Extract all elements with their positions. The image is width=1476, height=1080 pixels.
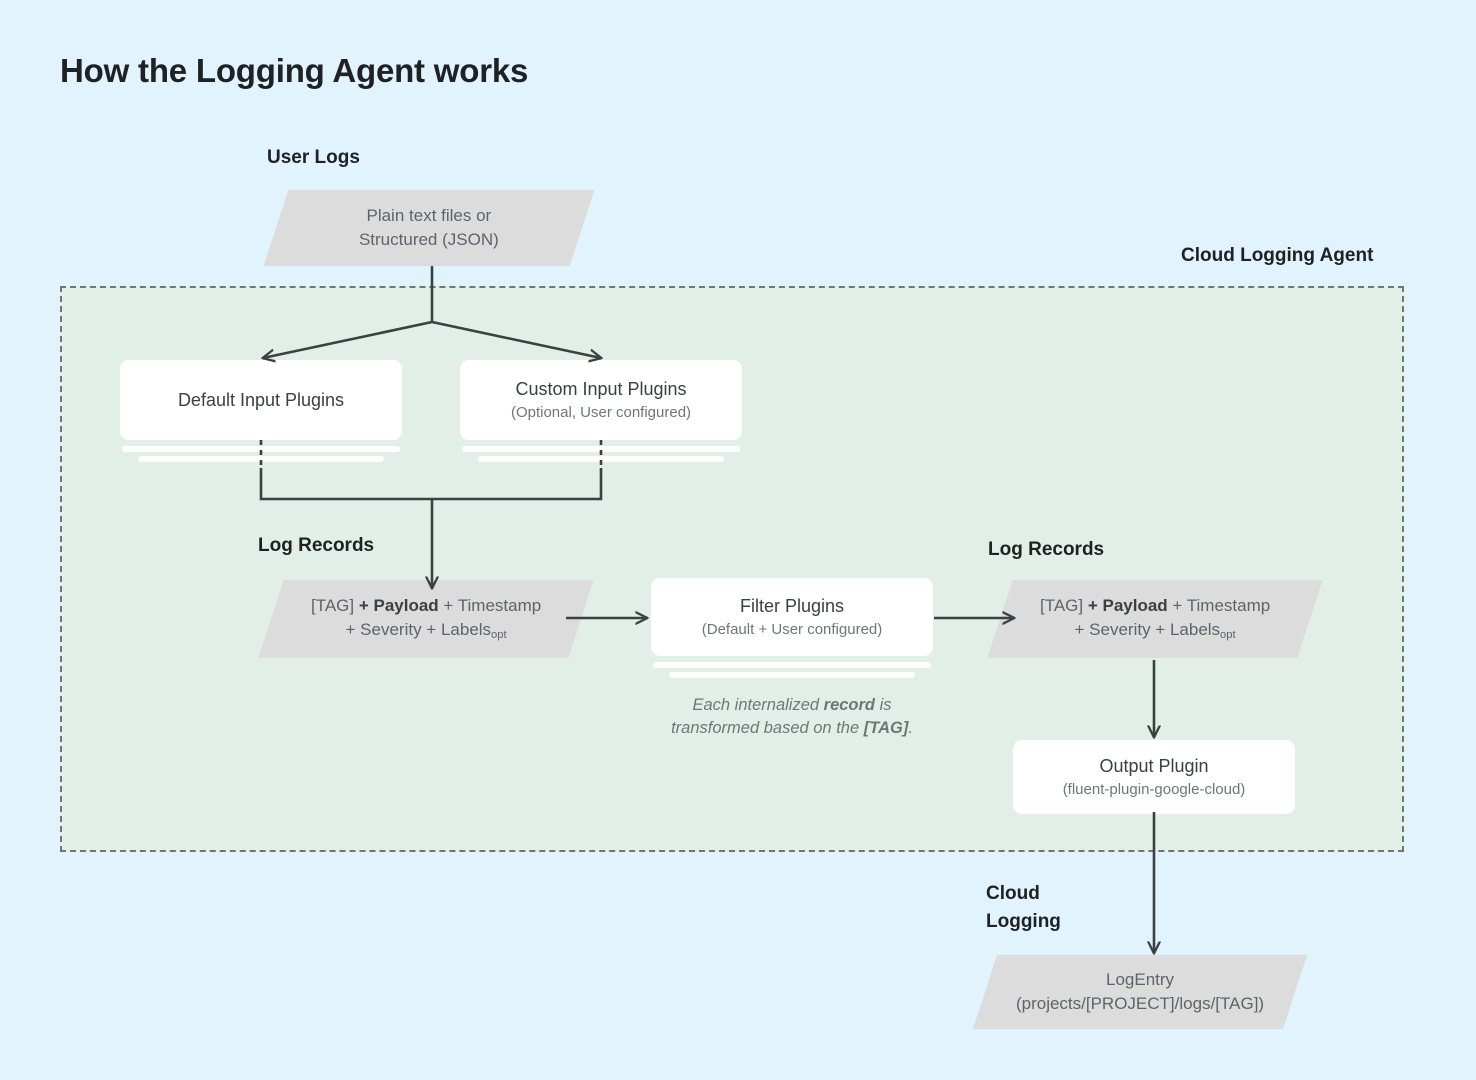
log-record-right-timestamp: + Timestamp	[1167, 595, 1271, 615]
log-entry-title: LogEntry	[1105, 969, 1175, 989]
custom-input-plugins-stack-bar-2	[478, 456, 724, 462]
log-record-left-tag: [TAG]	[310, 595, 359, 615]
filter-plugins-card[interactable]: Filter Plugins (Default + User configure…	[651, 578, 933, 656]
log-record-left-timestamp: + Timestamp	[438, 595, 542, 615]
note-transform-part4: transformed based on the	[671, 719, 864, 738]
log-record-right-opt: opt	[1219, 629, 1236, 642]
user-logs-source-line2: Structured (JSON)	[359, 230, 499, 249]
note-transform: Each internalized record is transformed …	[632, 694, 952, 741]
log-record-left-opt: opt	[490, 629, 507, 642]
node-custom-input-plugins[interactable]: Custom Input Plugins (Optional, User con…	[460, 360, 742, 462]
log-record-right-tag: [TAG]	[1039, 595, 1088, 615]
label-log-records-right: Log Records	[988, 539, 1105, 560]
filter-plugins-subtitle: (Default + User configured)	[701, 621, 883, 639]
note-transform-part6: .	[908, 719, 913, 738]
node-log-record-left: [TAG] + Payload + Timestamp + Severity +…	[258, 580, 594, 658]
label-cloud-logging-line1: Cloud	[986, 883, 1040, 904]
node-user-logs-source: Plain text files or Structured (JSON)	[263, 190, 595, 266]
label-log-records-left: Log Records	[258, 535, 375, 556]
custom-input-plugins-card[interactable]: Custom Input Plugins (Optional, User con…	[460, 360, 742, 440]
page-title: How the Logging Agent works	[60, 52, 529, 89]
log-entry-subtitle: (projects/[PROJECT]/logs/[TAG])	[1015, 994, 1265, 1013]
output-plugin-subtitle: (fluent-plugin-google-cloud)	[1062, 781, 1246, 799]
default-input-plugins-stack-bar-2	[138, 456, 384, 462]
node-filter-plugins[interactable]: Filter Plugins (Default + User configure…	[651, 578, 933, 678]
label-user-logs: User Logs	[267, 147, 360, 168]
log-record-right-payload: + Payload	[1087, 595, 1168, 615]
node-output-plugin[interactable]: Output Plugin (fluent-plugin-google-clou…	[1013, 740, 1295, 814]
log-record-left-payload: + Payload	[358, 595, 439, 615]
user-logs-source-line1: Plain text files or	[366, 205, 492, 225]
custom-input-plugins-title: Custom Input Plugins	[515, 378, 687, 399]
note-transform-tag: [TAG]	[863, 719, 909, 738]
label-cloud-logging: Cloud Logging	[986, 880, 1061, 935]
log-record-left-severity-labels: + Severity + Labels	[345, 620, 491, 640]
label-cloud-logging-line2: Logging	[986, 910, 1061, 932]
filter-plugins-stack-bar-1	[653, 662, 931, 668]
node-default-input-plugins[interactable]: Default Input Plugins	[120, 360, 402, 462]
note-transform-part3: is	[875, 696, 892, 714]
output-plugin-card[interactable]: Output Plugin (fluent-plugin-google-clou…	[1013, 740, 1295, 814]
node-log-entry: LogEntry (projects/[PROJECT]/logs/[TAG])	[972, 955, 1308, 1029]
node-log-record-right: [TAG] + Payload + Timestamp + Severity +…	[987, 580, 1323, 658]
default-input-plugins-stack-bar-1	[122, 446, 400, 452]
custom-input-plugins-subtitle: (Optional, User configured)	[510, 404, 692, 422]
note-transform-record: record	[823, 696, 876, 714]
label-cloud-logging-agent: Cloud Logging Agent	[1181, 245, 1374, 266]
filter-plugins-stack-bar-2	[669, 672, 915, 678]
log-record-right-severity-labels: + Severity + Labels	[1074, 620, 1220, 640]
custom-input-plugins-stack-bar-1	[462, 446, 740, 452]
note-transform-part1: Each internalized	[692, 696, 824, 714]
filter-plugins-title: Filter Plugins	[739, 595, 845, 616]
default-input-plugins-title: Default Input Plugins	[177, 389, 345, 410]
default-input-plugins-card[interactable]: Default Input Plugins	[120, 360, 402, 440]
output-plugin-title: Output Plugin	[1099, 755, 1209, 776]
